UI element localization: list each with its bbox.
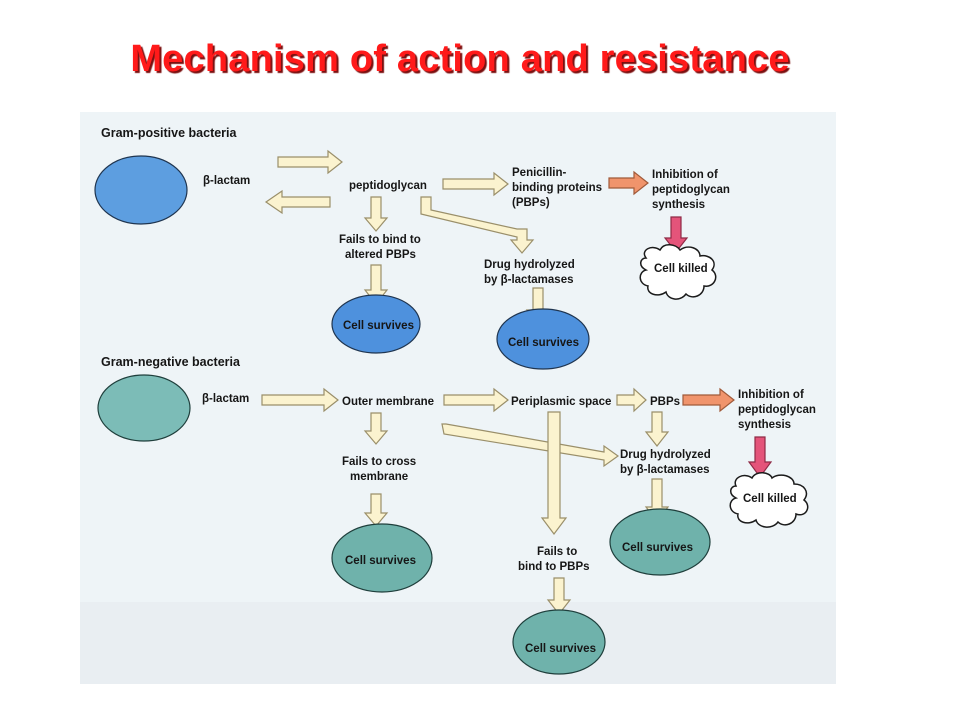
gp-arrow-back	[264, 189, 331, 215]
gn-periplasmic-down-arrow	[540, 411, 568, 535]
gram-negative-heading: Gram-negative bacteria	[101, 355, 241, 369]
gp-arrow-to-peptidoglycan	[277, 149, 343, 175]
gp-survives-2-label: Cell survives	[508, 337, 579, 349]
gp-salmon-arrow	[608, 170, 649, 196]
gn-outer-membrane-label: Outer membrane	[342, 396, 434, 408]
gn-down-arrow-2	[363, 493, 389, 527]
gn-cell-killed-cloud	[729, 472, 809, 528]
gn-survives-3-label: Cell survives	[525, 643, 596, 655]
gp-cell-killed-cloud	[639, 244, 717, 300]
gp-beta-lactam-label: β-lactam	[203, 175, 250, 187]
gn-arrow-to-pbps	[616, 387, 647, 413]
gp-peptidoglycan-label: peptidoglycan	[349, 180, 427, 192]
gn-pink-arrow	[747, 436, 773, 479]
gn-down-arrow-4	[546, 577, 572, 615]
gn-survives-1-cell	[331, 523, 433, 593]
gp-cell-killed-label: Cell killed	[654, 263, 708, 275]
gn-cell-killed-label: Cell killed	[743, 493, 797, 505]
gp-survives-2-cell	[496, 308, 590, 370]
gn-survives-1-label: Cell survives	[345, 555, 416, 567]
gp-fails-bind-label: Fails to bind to altered PBPs	[339, 234, 424, 261]
gn-hydrolyzed-label: Drug hydrolyzed by β-lactamases	[620, 449, 714, 476]
gn-survives-3-cell	[512, 609, 606, 675]
gn-arrow-to-outer-membrane	[261, 387, 339, 413]
gp-pink-arrow	[663, 216, 689, 253]
gp-pbp-label: Penicillin- binding proteins (PBPs)	[512, 167, 605, 209]
gram-positive-heading: Gram-positive bacteria	[101, 126, 238, 140]
gn-down-arrow-pbps	[644, 411, 670, 447]
gp-arrow-to-pbps	[442, 171, 509, 197]
gn-fails-bind-label: Fails to bind to PBPs	[518, 546, 590, 573]
gn-periplasmic-label: Periplasmic space	[511, 396, 611, 408]
gram-positive-cell	[94, 155, 188, 225]
gn-beta-lactam-label: β-lactam	[202, 393, 249, 405]
gram-negative-cell	[97, 374, 191, 442]
gn-arrow-to-periplasmic	[443, 387, 509, 413]
gp-down-arrow-1	[363, 196, 389, 232]
gn-survives-2-cell	[609, 508, 711, 576]
gn-survives-2-label: Cell survives	[622, 542, 693, 554]
gp-diagonal-arrow	[420, 196, 535, 254]
slide-title: Mechanism of action and resistance	[130, 38, 790, 80]
gp-survives-1-cell	[331, 294, 421, 354]
gp-survives-1-label: Cell survives	[343, 320, 414, 332]
gn-down-arrow-1	[363, 412, 389, 445]
gn-diagonal-arrow	[441, 423, 620, 468]
gp-inhibition-label: Inhibition of peptidoglycan synthesis	[652, 169, 733, 211]
gn-fails-cross-label: Fails to cross membrane	[342, 456, 419, 483]
gn-inhibition-label: Inhibition of peptidoglycan synthesis	[738, 389, 819, 431]
gn-salmon-arrow	[682, 387, 735, 413]
gn-pbps-label: PBPs	[650, 396, 680, 408]
gp-hydrolyzed-label: Drug hydrolyzed by β-lactamases	[484, 259, 578, 286]
